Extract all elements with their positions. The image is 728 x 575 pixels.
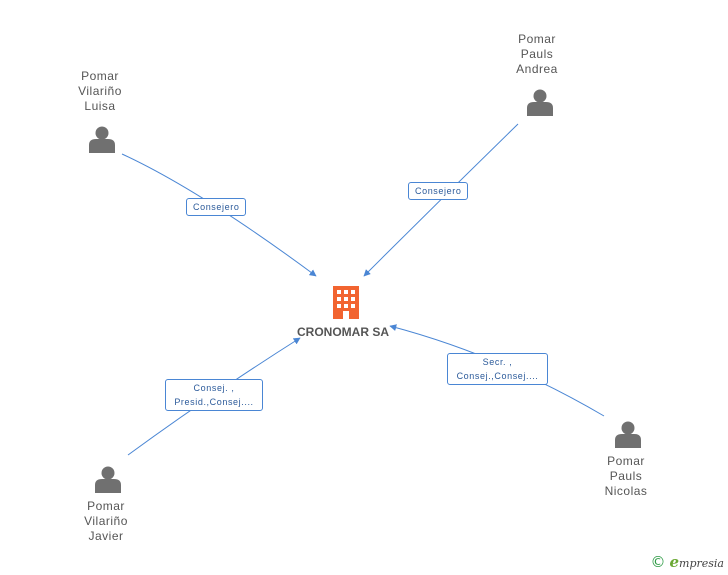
edge-label-javier[interactable]: Consej. , Presid.,Consej.... xyxy=(165,379,263,411)
edge-label-line: Secr. , xyxy=(482,357,513,367)
name-line: Andrea xyxy=(516,62,558,76)
name-line: Vilariño xyxy=(78,84,122,98)
edge-label-line: Consej.,Consej.... xyxy=(456,371,539,381)
name-line: Pomar xyxy=(518,32,556,46)
name-line: Luisa xyxy=(84,99,116,113)
person-icon-luisa[interactable] xyxy=(89,126,115,154)
brand-logo[interactable]: empresia xyxy=(669,553,724,571)
name-line: Vilariño xyxy=(84,514,128,528)
person-name-javier[interactable]: Pomar Vilariño Javier xyxy=(46,499,166,544)
copyright-icon: © xyxy=(650,553,666,571)
edge-label-luisa[interactable]: Consejero xyxy=(186,198,247,216)
person-icon-nicolas[interactable] xyxy=(615,421,641,449)
company-name[interactable]: CRONOMAR SA xyxy=(297,325,389,339)
name-line: Pomar xyxy=(87,499,125,513)
name-line: Nicolas xyxy=(604,484,648,498)
brand-rest: mpresia xyxy=(679,557,724,570)
name-line: Pomar xyxy=(81,69,119,83)
brand-initial: e xyxy=(669,553,680,571)
building-icon[interactable] xyxy=(333,286,359,319)
person-name-andrea[interactable]: Pomar Pauls Andrea xyxy=(477,32,597,77)
edge-label-line: Consejero xyxy=(193,202,240,212)
name-line: Pauls xyxy=(520,47,554,61)
edge-label-nicolas[interactable]: Secr. , Consej.,Consej.... xyxy=(447,353,548,385)
name-line: Javier xyxy=(88,529,124,543)
name-line: Pauls xyxy=(609,469,643,483)
name-line: Pomar xyxy=(607,454,645,468)
edge-label-line: Consejero xyxy=(415,186,462,196)
edge-label-line: Presid.,Consej.... xyxy=(174,397,254,407)
edge-label-line: Consej. , xyxy=(193,383,235,393)
person-name-nicolas[interactable]: Pomar Pauls Nicolas xyxy=(566,454,686,499)
footer-brand: © empresia xyxy=(650,553,724,571)
person-name-luisa[interactable]: Pomar Vilariño Luisa xyxy=(40,69,160,114)
person-icon-javier[interactable] xyxy=(95,466,121,494)
person-icon-andrea[interactable] xyxy=(527,89,553,117)
edge-andrea xyxy=(363,123,519,277)
edge-label-andrea[interactable]: Consejero xyxy=(408,182,469,200)
